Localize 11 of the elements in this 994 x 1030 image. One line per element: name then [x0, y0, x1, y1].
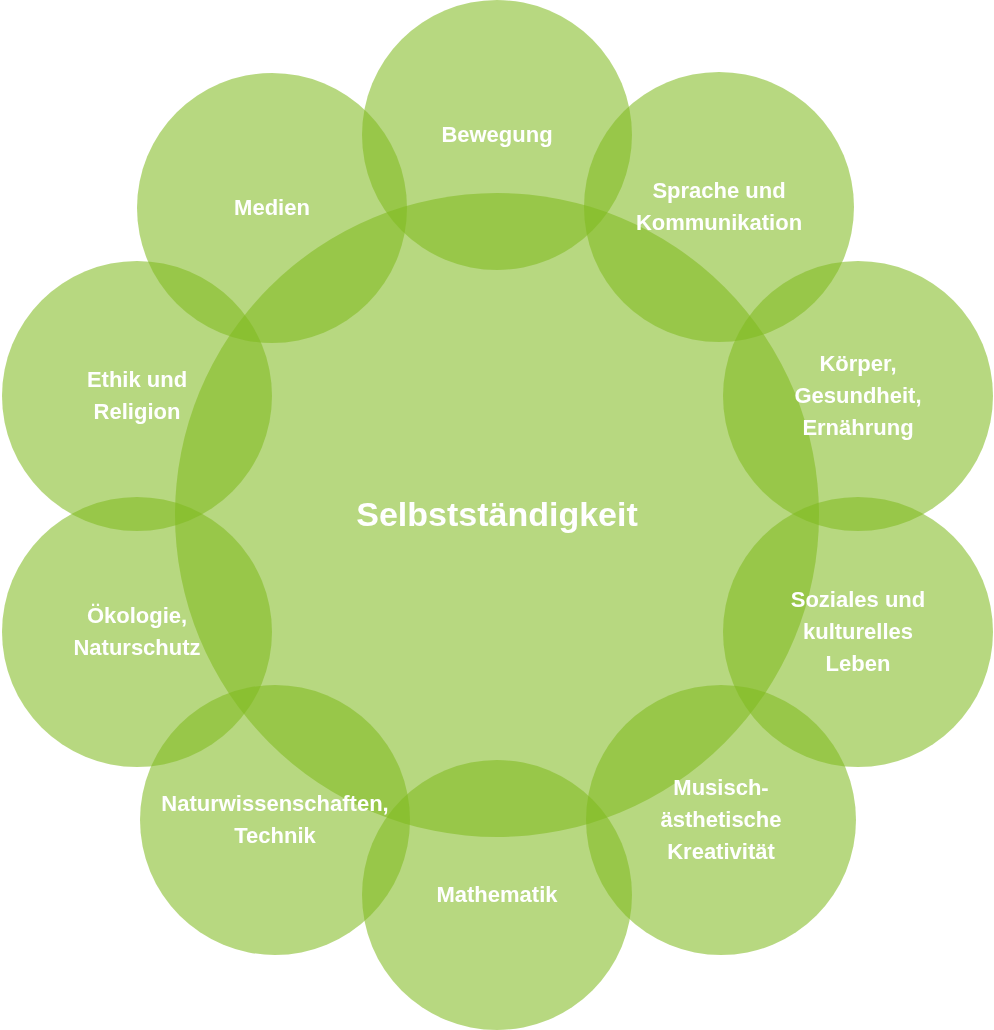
topic-label: Bewegung	[441, 121, 553, 150]
topic-label: Körper, Gesundheit, Ernährung	[793, 350, 923, 442]
topic-label: Mathematik	[436, 881, 558, 910]
topic-label: Ethik und Religion	[85, 366, 189, 426]
topic-label: Soziales und kulturelles Leben	[789, 586, 927, 678]
central-label: Selbstständigkeit	[356, 494, 638, 536]
topic-label: Musisch-ästhetische Kreativität	[659, 774, 783, 866]
topic-label: Ökologie, Naturschutz	[72, 602, 202, 662]
topic-label: Naturwissenschaften, Technik	[160, 790, 390, 850]
topic-label: Medien	[234, 194, 310, 223]
topic-label: Sprache und Kommunikation	[634, 177, 804, 237]
